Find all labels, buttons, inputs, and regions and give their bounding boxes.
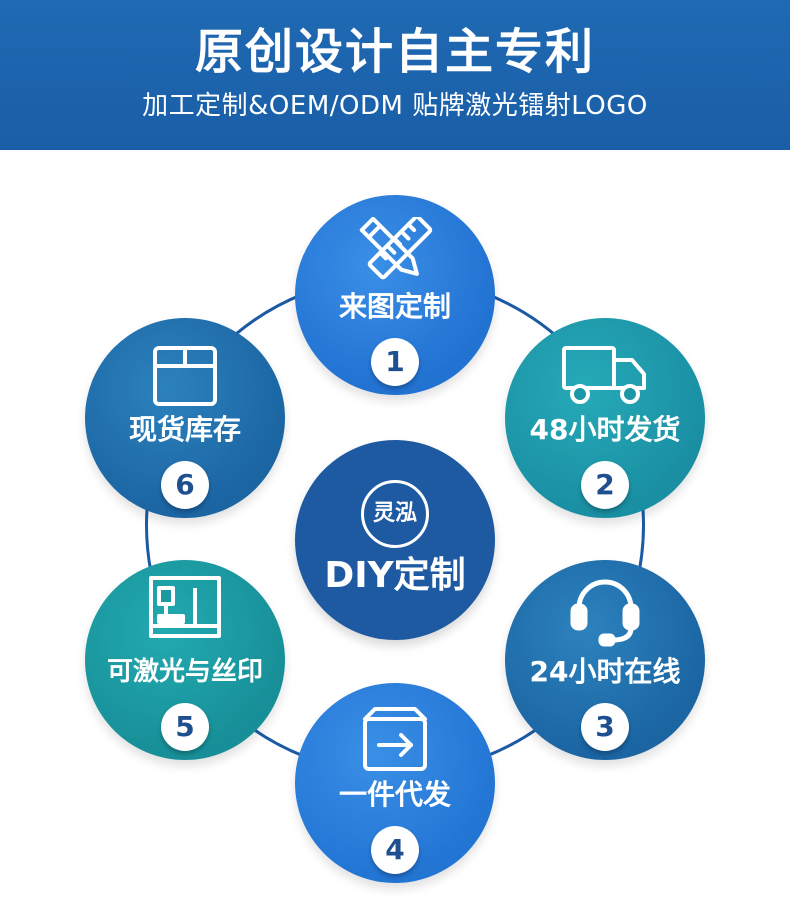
page-subtitle: 加工定制&OEM/ODM 贴牌激光镭射LOGO — [142, 91, 648, 121]
feature-number: 6 — [161, 461, 209, 509]
feature-dropship: 一件代发 4 — [295, 683, 495, 883]
package-icon — [153, 346, 217, 406]
center-hub: 灵泓 DIY定制 — [295, 440, 495, 640]
feature-laser-silkscreen: 可激光与丝印 5 — [85, 560, 285, 760]
page-title: 原创设计自主专利 — [194, 24, 595, 80]
feature-number: 1 — [371, 338, 419, 386]
feature-label: 24小时在线 — [529, 655, 681, 688]
feature-number: 5 — [161, 703, 209, 751]
feature-custom-drawing: 来图定制 1 — [295, 195, 495, 395]
feature-number: 4 — [371, 826, 419, 874]
ruler-pencil-icon — [359, 217, 433, 280]
feature-label: 可激光与丝印 — [106, 657, 263, 687]
feature-number: 2 — [581, 461, 629, 509]
truck-icon — [562, 346, 646, 404]
feature-number: 3 — [581, 703, 629, 751]
feature-label: 一件代发 — [338, 778, 451, 811]
feature-24h-online: 24小时在线 3 — [505, 560, 705, 760]
feature-label: 48小时发货 — [529, 413, 681, 446]
box-arrow-icon — [363, 707, 427, 771]
laser-machine-icon — [149, 576, 221, 638]
brand-badge: 灵泓 — [361, 480, 429, 548]
feature-in-stock: 现货库存 6 — [85, 318, 285, 518]
feature-label: 来图定制 — [338, 290, 451, 323]
feature-48h-shipping: 48小时发货 2 — [505, 318, 705, 518]
headset-icon — [570, 579, 640, 647]
feature-label: 现货库存 — [128, 413, 241, 446]
header-banner: 原创设计自主专利 加工定制&OEM/ODM 贴牌激光镭射LOGO — [0, 0, 790, 150]
center-label: DIY定制 — [324, 555, 466, 596]
